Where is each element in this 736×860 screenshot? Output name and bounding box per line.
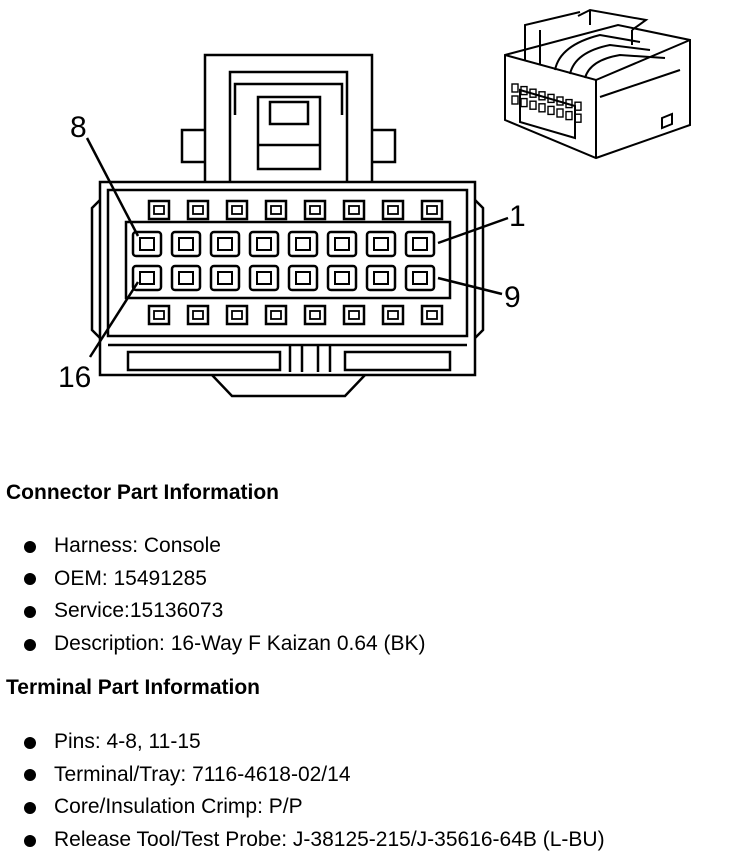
iso-cavity (511, 95, 519, 105)
iso-cavity (574, 113, 582, 123)
lock-windows-bottom (147, 304, 444, 326)
lock-window-top-1 (147, 199, 171, 221)
lock-window-bottom-4 (264, 304, 288, 326)
list-item-pins: Pins: 4-8, 11-15 (0, 726, 605, 759)
pin-cavity-15 (170, 264, 202, 292)
pin-cavity-5 (248, 230, 280, 258)
list-item-harness: Harness: Console (0, 530, 426, 563)
lock-window-top-5 (303, 199, 327, 221)
iso-cavity (538, 91, 546, 101)
lock-window-bottom-3 (225, 304, 249, 326)
bullet-icon (24, 605, 36, 618)
pin-cavity-8 (131, 230, 163, 258)
iso-cavity (556, 96, 564, 106)
pin-cavity-14 (209, 264, 241, 292)
lock-window-top-8 (420, 199, 444, 221)
list-item-service: Service:15136073 (0, 595, 426, 628)
iso-cavity (529, 100, 537, 110)
pin-cavity-3 (326, 230, 358, 258)
bullet-icon (24, 638, 36, 651)
pin-cavity-16 (131, 264, 163, 292)
lock-window-top-2 (186, 199, 210, 221)
pin-cavities (131, 230, 436, 292)
lock-window-bottom-2 (186, 304, 210, 326)
pin-label-8: 8 (70, 111, 87, 144)
lock-window-bottom-5 (303, 304, 327, 326)
bullet-icon (24, 834, 36, 847)
connector-isometric-view (504, 8, 691, 160)
iso-cavity (520, 85, 528, 96)
leader-line-pin-16 (88, 281, 140, 358)
iso-cavity (511, 83, 519, 93)
pin-cavity-6 (209, 230, 241, 258)
list-item-terminal-tray: Terminal/Tray: 7116-4618-02/14 (0, 759, 605, 792)
pin-label-1: 1 (509, 200, 526, 233)
pin-cavity-2 (365, 230, 397, 258)
pin-cavity-1 (404, 230, 436, 258)
connector-info-list: Harness: Console OEM: 15491285 Service:1… (0, 530, 426, 661)
pin-cavity-12 (287, 264, 319, 292)
lock-window-bottom-7 (381, 304, 405, 326)
iso-cavity (520, 97, 528, 108)
iso-cavity (556, 108, 564, 118)
leader-line-pin-8 (85, 137, 140, 237)
pin-cavity-13 (248, 264, 280, 292)
leader-line-pin-1 (437, 216, 509, 245)
lock-window-top-3 (225, 199, 249, 221)
pin-cavity-11 (326, 264, 358, 292)
iso-cavity (538, 103, 546, 113)
lock-window-bottom-6 (342, 304, 366, 326)
pin-cavity-7 (170, 230, 202, 258)
pin-label-16: 16 (58, 361, 91, 394)
list-item-oem: OEM: 15491285 (0, 563, 426, 596)
connector-info-heading: Connector Part Information (6, 481, 280, 504)
lock-window-bottom-1 (147, 304, 171, 326)
bullet-icon (24, 769, 36, 782)
lock-window-top-7 (381, 199, 405, 221)
bullet-icon (24, 540, 36, 553)
terminal-info-heading: Terminal Part Information (6, 676, 260, 699)
lock-window-top-4 (264, 199, 288, 221)
bullet-icon (24, 573, 36, 586)
list-item-crimp: Core/Insulation Crimp: P/P (0, 791, 605, 824)
pin-cavity-4 (287, 230, 319, 258)
connector-diagram: 1 9 8 16 (58, 8, 691, 398)
list-item-release-tool: Release Tool/Test Probe: J-38125-215/J-3… (0, 824, 605, 857)
pin-cavity-9 (404, 264, 436, 292)
iso-cavity (547, 105, 555, 116)
lock-window-top-6 (342, 199, 366, 221)
terminal-info-list: Pins: 4-8, 11-15 Terminal/Tray: 7116-461… (0, 726, 605, 857)
iso-cavity (565, 98, 573, 109)
lock-window-bottom-8 (420, 304, 444, 326)
iso-cavity (529, 88, 537, 98)
leader-line-pin-9 (437, 276, 503, 296)
iso-cavity (547, 93, 555, 104)
bullet-icon (24, 736, 36, 749)
bullet-icon (24, 801, 36, 814)
iso-cavity (574, 101, 582, 111)
pin-cavity-10 (365, 264, 397, 292)
lock-windows-top (147, 199, 444, 221)
pin-label-9: 9 (504, 281, 521, 314)
list-item-description: Description: 16-Way F Kaizan 0.64 (BK) (0, 628, 426, 661)
connector-latch (180, 53, 397, 182)
connector-body (90, 180, 485, 398)
iso-cavity (565, 110, 573, 121)
